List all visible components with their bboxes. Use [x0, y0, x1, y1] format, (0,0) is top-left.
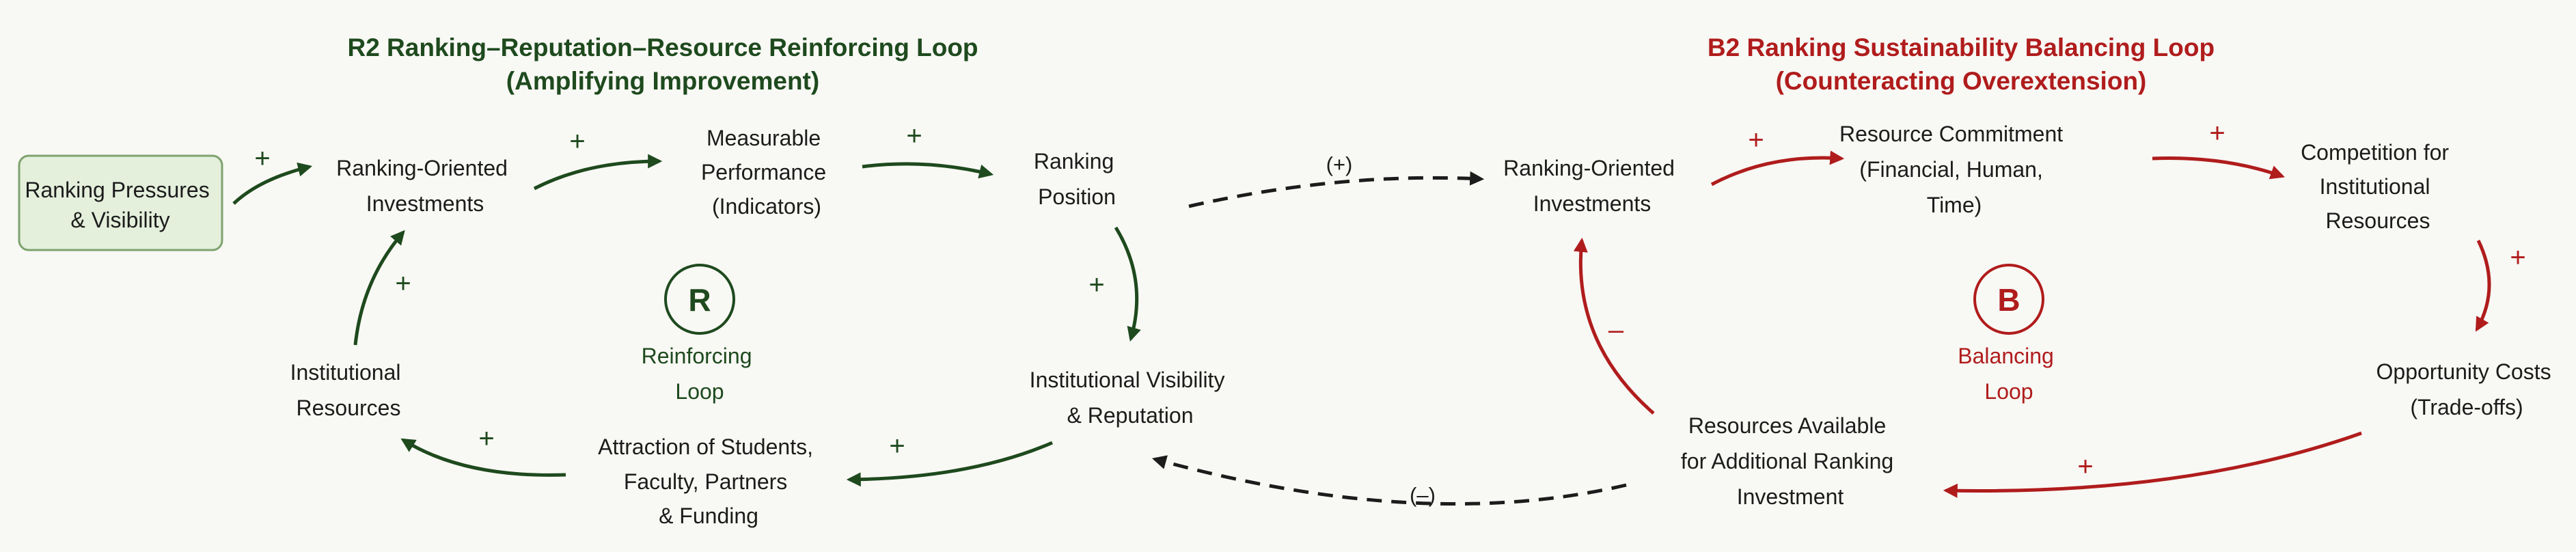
polarity-pressures-to-investments: + [254, 143, 270, 174]
node-opportunity-costs: Opportunity Costs (Trade-offs) [2376, 359, 2558, 419]
node-institutional-visibility: Institutional Visibility & Reputation [1030, 368, 1231, 428]
polarity-visibility-to-attraction: + [889, 431, 905, 461]
polarity-position-to-b2-investments: (+) [1326, 152, 1353, 176]
polarity-b2-investments-to-commitment: + [1748, 125, 1764, 155]
balancing-loop-label: Balancing Loop [1958, 344, 2059, 404]
arrow-position-to-visibility [1114, 226, 1141, 342]
arrow-investments-to-performance [533, 154, 663, 191]
polarity-competition-to-opportunity: + [2510, 243, 2525, 273]
b2-title: B2 Ranking Sustainability Balancing Loop [1708, 33, 2215, 61]
arrow-resources-to-investments [353, 230, 405, 346]
polarity-performance-to-position: + [906, 121, 922, 151]
node-attraction: Attraction of Students, Faculty, Partner… [598, 434, 819, 528]
node-ranking-oriented-investments-r2: Ranking-Oriented Investments [336, 156, 514, 216]
arrow-competition-to-opportunity [2475, 239, 2491, 332]
dashed-link-available-to-visibility [1151, 455, 1627, 506]
polarity-available-to-b2-investments: – [1608, 315, 1624, 345]
reinforcing-badge [664, 264, 735, 335]
arrow-visibility-to-attraction [846, 441, 1053, 487]
polarity-position-to-visibility: + [1088, 270, 1104, 300]
b2-subtitle: (Counteracting Overextension) [1776, 67, 2147, 95]
arrow-commitment-to-competition [2152, 156, 2285, 180]
polarity-attraction-to-resources: + [478, 424, 494, 454]
arrow-attraction-to-resources [400, 438, 566, 477]
polarity-opportunity-to-available: + [2077, 452, 2093, 482]
node-resources-available: Resources Available for Additional Ranki… [1681, 413, 1900, 509]
polarity-investments-to-performance: + [569, 126, 585, 156]
reinforcing-badge-letter: R [688, 282, 711, 318]
arrow-opportunity-to-available [1943, 431, 2362, 498]
node-ranking-position: Ranking Position [1034, 149, 1120, 209]
polarity-resources-to-investments: + [395, 268, 411, 299]
ranking-pressures-box [18, 154, 223, 251]
node-resource-commitment: Resource Commitment (Financial, Human, T… [1839, 122, 2069, 217]
node-ranking-pressures: Ranking Pressures & Visibility [25, 178, 215, 232]
node-measurable-performance: Measurable Performance (Indicators) [701, 126, 832, 219]
node-ranking-oriented-investments-b2: Ranking-Oriented Investments [1503, 156, 1681, 216]
arrow-b2-investments-to-commitment [1710, 150, 1845, 187]
reinforcing-loop-label: Reinforcing Loop [642, 344, 758, 404]
r2-subtitle: (Amplifying Improvement) [506, 67, 819, 95]
balancing-badge-letter: B [1997, 282, 2020, 318]
node-institutional-resources: Institutional Resources [290, 360, 407, 420]
r2-title: R2 Ranking–Reputation–Resource Reinforci… [347, 33, 978, 61]
polarity-commitment-to-competition: + [2209, 118, 2225, 148]
polarity-available-to-visibility: (–) [1410, 483, 1436, 507]
node-competition: Competition for Institutional Resources [2301, 140, 2455, 233]
balancing-badge [1973, 264, 2044, 335]
dashed-link-position-to-b2-investments [1188, 171, 1485, 208]
arrow-pressures-to-investments [232, 162, 313, 205]
arrow-available-to-b2-investments [1573, 237, 1655, 415]
arrow-performance-to-position [862, 162, 994, 179]
